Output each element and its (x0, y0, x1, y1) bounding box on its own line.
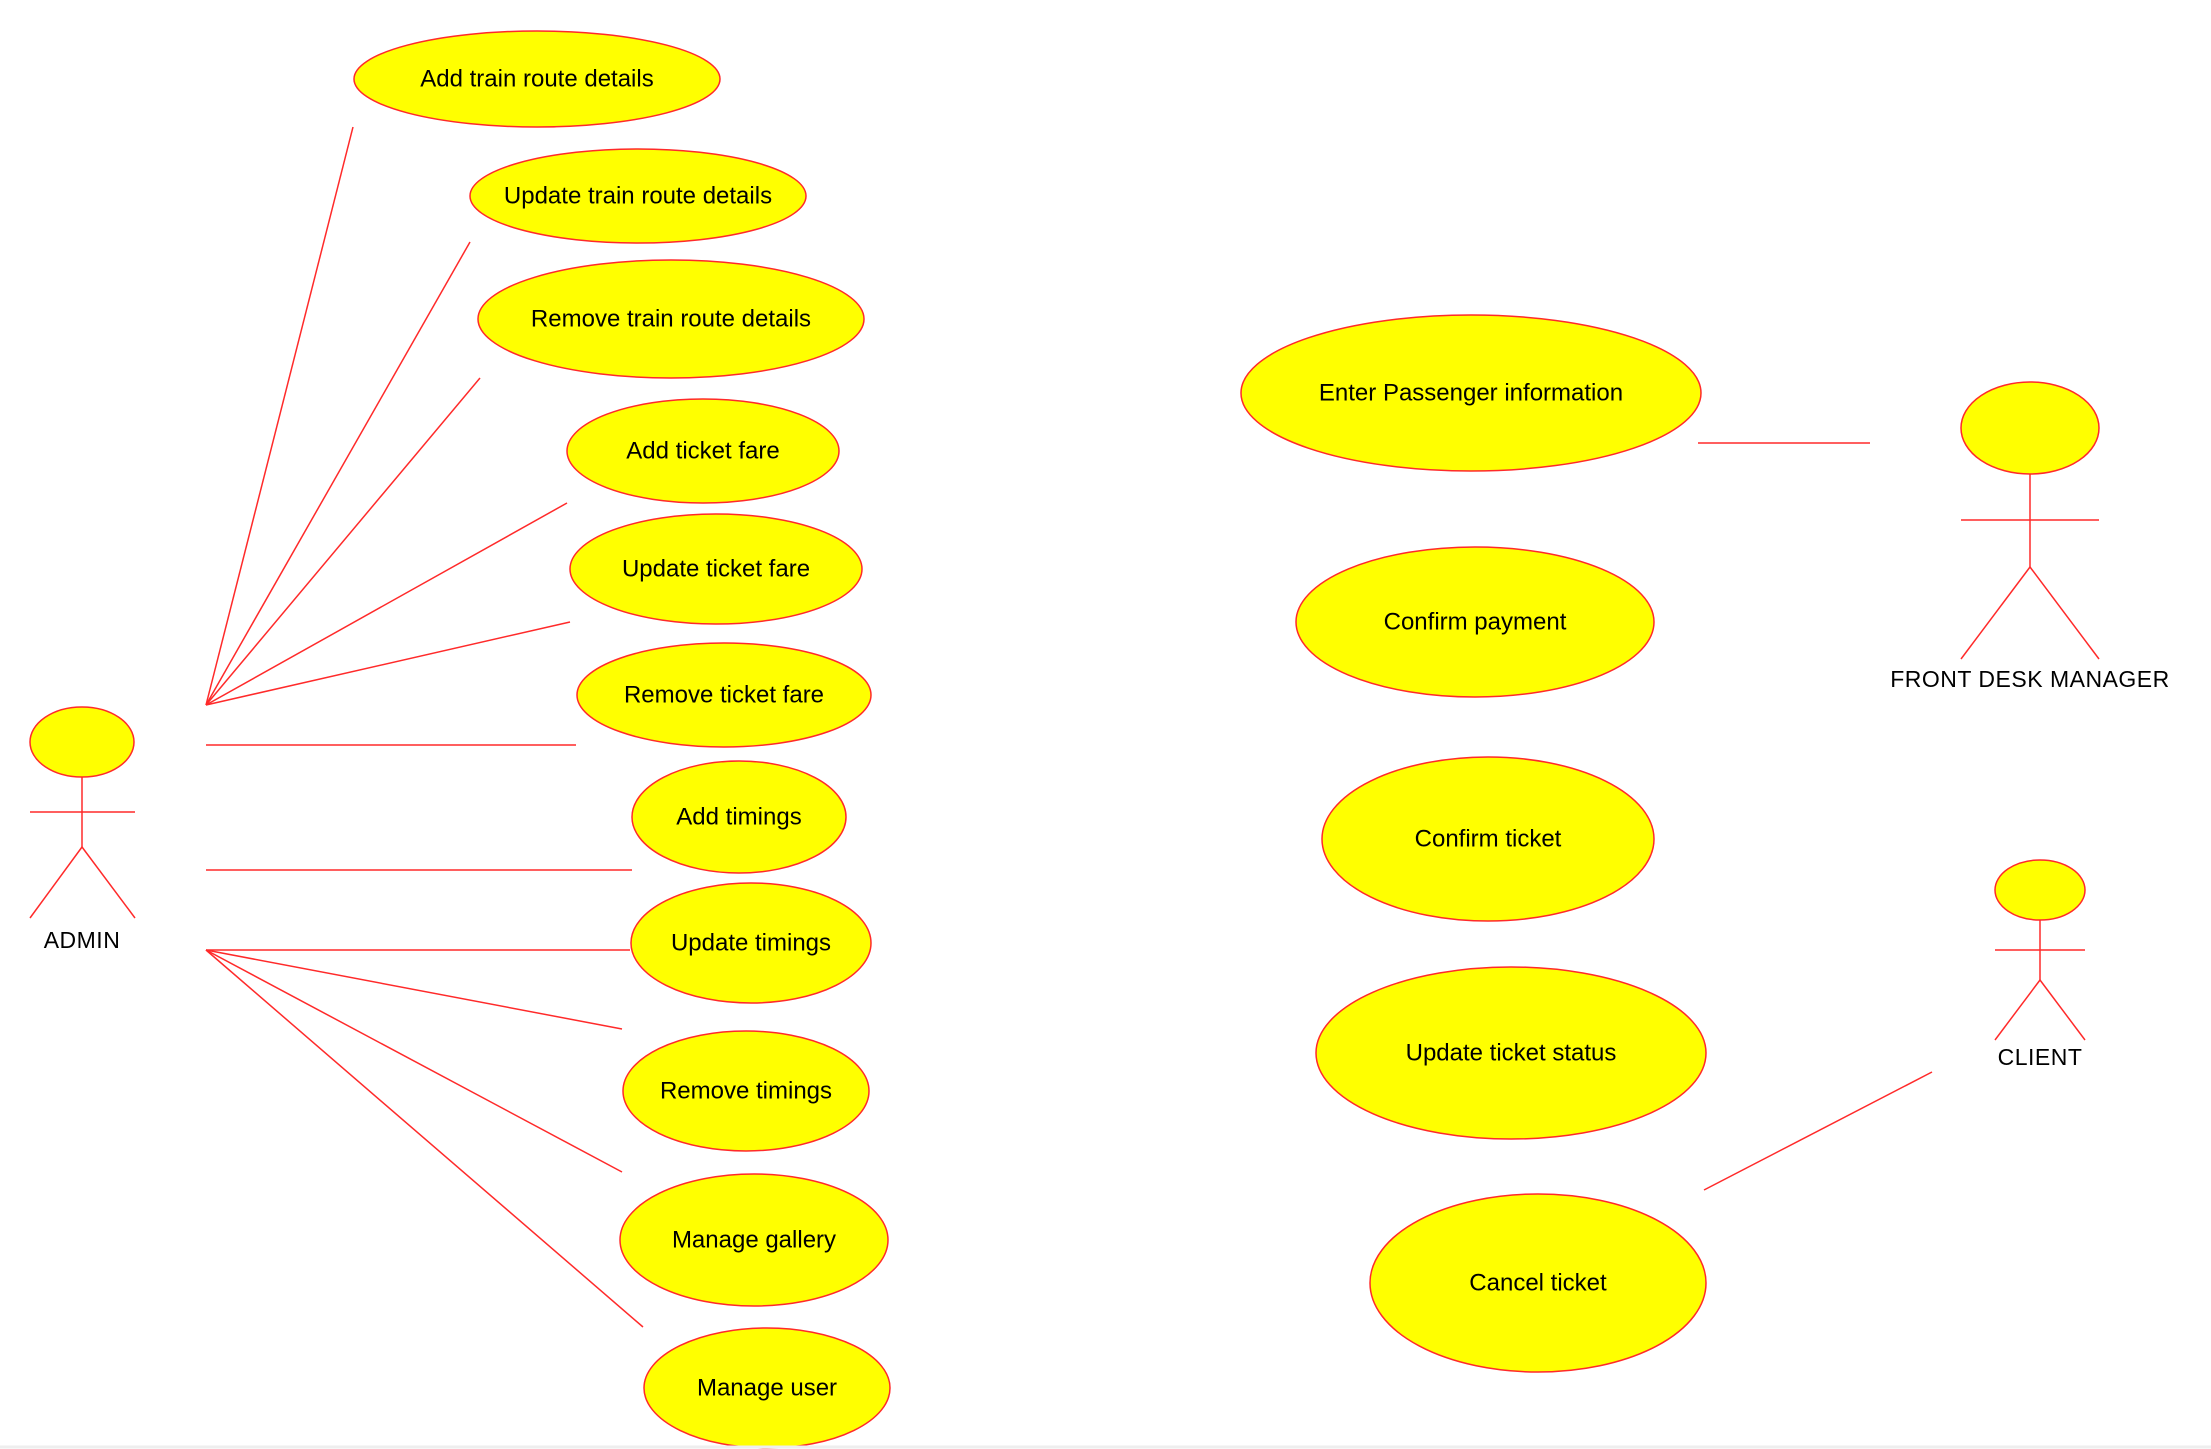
use-case-manage-gallery: Manage gallery (619, 1173, 889, 1307)
actor-admin-label: ADMIN (44, 927, 121, 953)
use-case-label: Remove train route details (531, 305, 811, 332)
actor-front-desk-manager-label: FRONT DESK MANAGER (1890, 666, 2170, 692)
use-case-add-train-route-details: Add train route details (353, 30, 721, 128)
actor-front-desk-manager: FRONT DESK MANAGER (1890, 381, 2170, 692)
association-admin-remove-timings (205, 949, 623, 1030)
use-case-remove-timings: Remove timings (622, 1030, 870, 1152)
use-case-label: Add train route details (420, 65, 653, 92)
use-case-manage-user: Manage user (643, 1327, 891, 1449)
actor-client: CLIENT (1994, 859, 2086, 1070)
association-admin-manage-user (205, 949, 644, 1328)
association-admin-add-train-route (205, 126, 354, 706)
use-case-confirm-ticket: Confirm ticket (1321, 756, 1655, 922)
use-case-label: Update ticket fare (622, 555, 810, 582)
actor-client-label: CLIENT (1998, 1044, 2083, 1070)
use-case-label: Update train route details (504, 182, 772, 209)
use-case-label: Update ticket status (1406, 1039, 1617, 1066)
actor-front-desk-manager-figure (1960, 381, 2100, 660)
associations (205, 126, 1933, 1328)
use-case-remove-train-route-details: Remove train route details (477, 259, 865, 379)
use-case-confirm-payment: Confirm payment (1295, 546, 1655, 698)
use-case-label: Cancel ticket (1469, 1269, 1607, 1296)
use-case-label: Manage gallery (672, 1226, 836, 1253)
use-case-label: Confirm payment (1384, 608, 1567, 635)
actor-admin-figure (29, 706, 136, 919)
association-admin-remove-train-route (205, 377, 481, 706)
use-case-update-ticket-status: Update ticket status (1315, 966, 1707, 1140)
use-case-update-train-route-details: Update train route details (469, 148, 807, 244)
use-case-add-ticket-fare: Add ticket fare (566, 398, 840, 504)
use-case-label: Add timings (676, 803, 801, 830)
association-admin-manage-gallery (205, 949, 623, 1173)
use-case-remove-ticket-fare: Remove ticket fare (576, 642, 872, 748)
actor-admin: ADMIN (29, 706, 136, 953)
use-case-label: Manage user (697, 1374, 837, 1401)
use-case-update-timings: Update timings (630, 882, 872, 1004)
association-admin-add-ticket-fare (205, 502, 568, 706)
actor-client-figure (1994, 859, 2086, 1041)
use-case-label: Add ticket fare (626, 437, 779, 464)
use-case-label: Update timings (671, 929, 831, 956)
association-admin-update-train-route (205, 241, 471, 706)
use-case-label: Remove ticket fare (624, 681, 824, 708)
use-case-update-ticket-fare: Update ticket fare (569, 513, 863, 625)
association-client-cancel-ticket (1703, 1071, 1933, 1191)
use-case-enter-passenger-information: Enter Passenger information (1240, 314, 1702, 472)
use-case-cancel-ticket: Cancel ticket (1369, 1193, 1707, 1373)
use-case-label: Remove timings (660, 1077, 832, 1104)
use-case-label: Enter Passenger information (1319, 379, 1623, 406)
use-case-label: Confirm ticket (1415, 825, 1562, 852)
association-admin-update-ticket-fare (205, 621, 571, 706)
use-case-add-timings: Add timings (631, 760, 847, 874)
